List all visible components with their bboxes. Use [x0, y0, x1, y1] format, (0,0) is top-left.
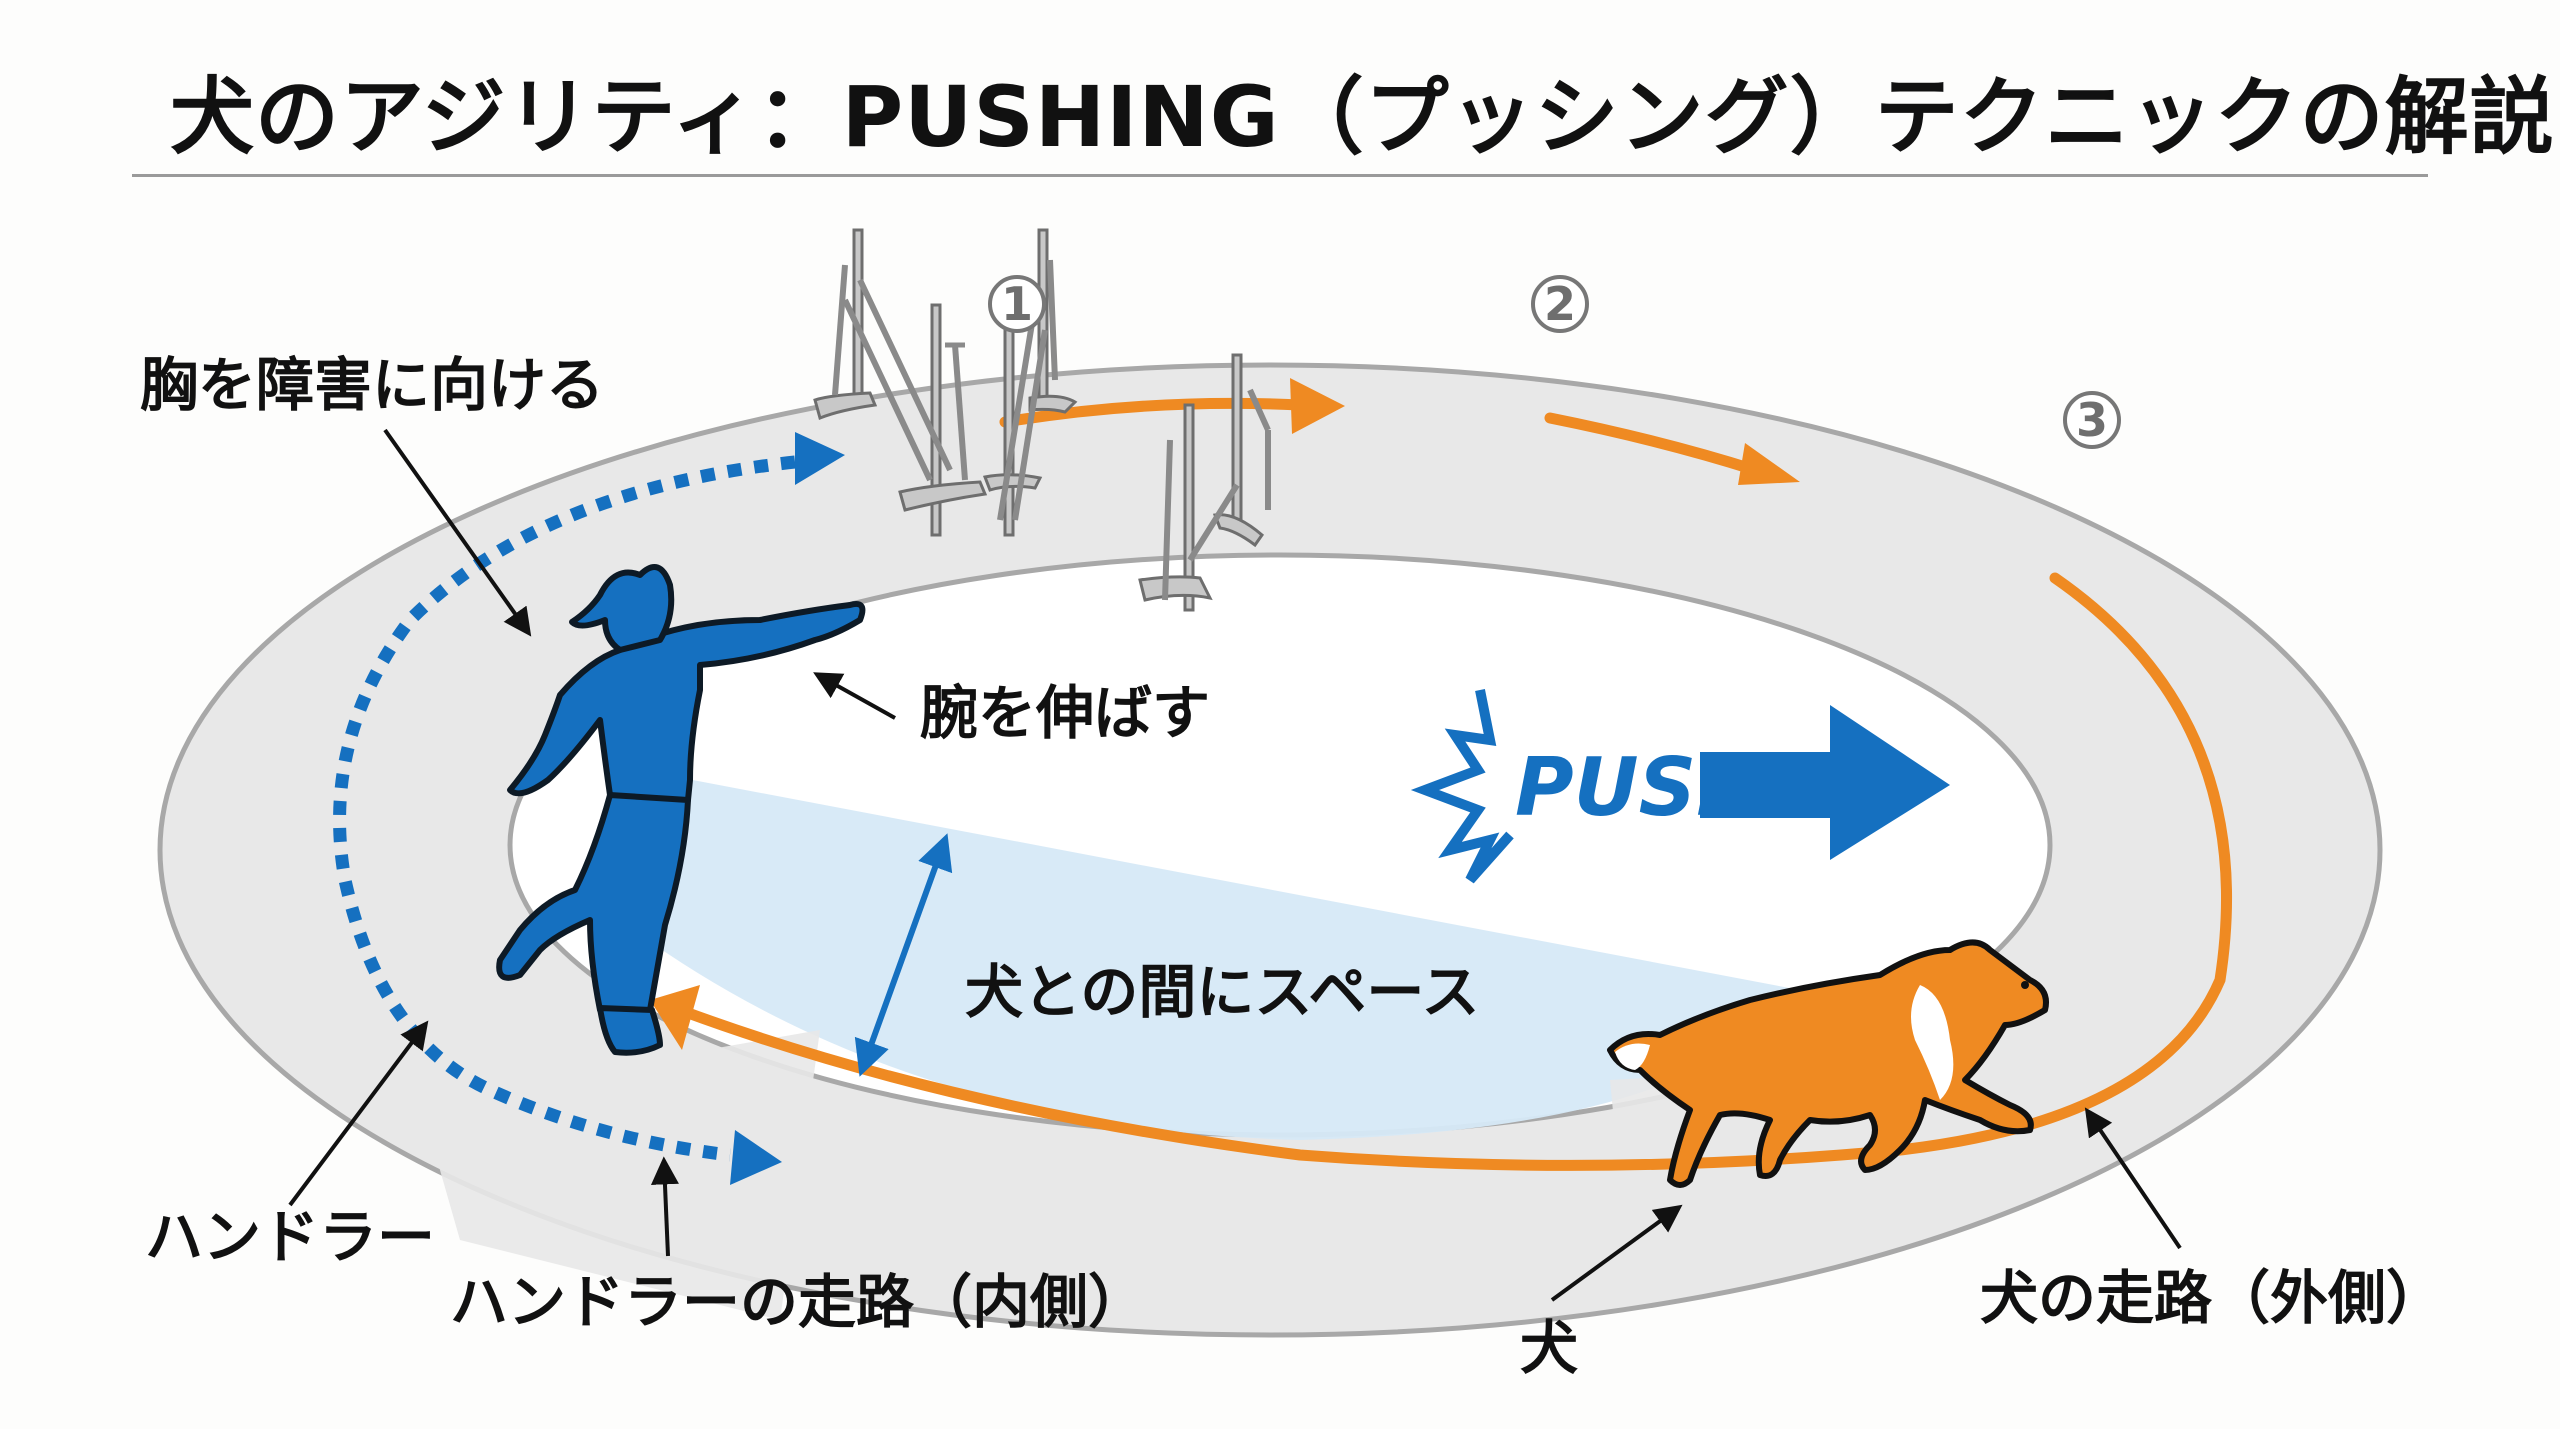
dog-path — [674, 397, 2233, 1171]
jump-number-1: 1 — [988, 275, 1046, 333]
jump-number-2: 2 — [1531, 275, 1589, 333]
label-extend-arm: 腕を伸ばす — [920, 679, 1210, 747]
burst-icon — [1410, 689, 1514, 884]
arrow-dog — [1550, 1204, 1683, 1302]
dog-path-wedge — [1610, 1070, 1800, 1290]
arrow-handler — [288, 1020, 429, 1207]
arrow-chest — [383, 428, 532, 637]
label-handler: ハンドラー — [145, 1203, 435, 1271]
dog-path-arrowhead-1 — [1290, 378, 1345, 434]
title-divider — [132, 174, 2428, 177]
arrow-handler-path — [650, 1156, 679, 1257]
handler-figure-icon — [496, 564, 866, 1056]
svg-text:2: 2 — [1544, 277, 1576, 331]
label-chest-to-obstacle: 胸を障害に向ける — [140, 351, 604, 419]
dog-path-arrowhead-3 — [650, 985, 700, 1050]
label-dog: 犬 — [1520, 1314, 1578, 1382]
jump-1 — [813, 228, 988, 537]
right-arrow-icon — [1700, 705, 1950, 860]
svg-text:3: 3 — [2076, 393, 2108, 447]
push-badge: PUSH — [1410, 689, 1950, 884]
jump-2 — [982, 228, 1078, 537]
dog-path-seg-2 — [1544, 412, 1761, 476]
handler-path — [333, 455, 796, 1162]
handler-path-wedge — [420, 1030, 820, 1320]
handler-path-arrowhead-top — [795, 432, 845, 485]
dog-path-seg-1 — [999, 397, 1306, 428]
label-handler-path: ハンドラーの走路（内側） — [450, 1268, 1146, 1336]
dog-figure-icon — [1607, 939, 2049, 1188]
arrow-arm — [813, 672, 896, 720]
svg-text:1: 1 — [1001, 277, 1033, 331]
dog-path-main — [674, 572, 2233, 1171]
label-space-with-dog: 犬との間にスペース — [965, 958, 1479, 1026]
jump-number-3: 3 — [2063, 391, 2121, 449]
handler-path-arrowhead-bottom — [730, 1130, 782, 1185]
label-dog-path: 犬の走路（外側） — [1980, 1264, 2444, 1332]
dog-path-arrowhead-2 — [1738, 443, 1800, 485]
jump-3 — [1138, 353, 1271, 612]
page-title: 犬のアジリティ：PUSHING（プッシング）テクニックの解説図 — [170, 68, 2560, 166]
space-double-arrow — [854, 833, 953, 1077]
callout-arrows — [288, 428, 2182, 1302]
arrow-dog-path — [2084, 1107, 2182, 1250]
